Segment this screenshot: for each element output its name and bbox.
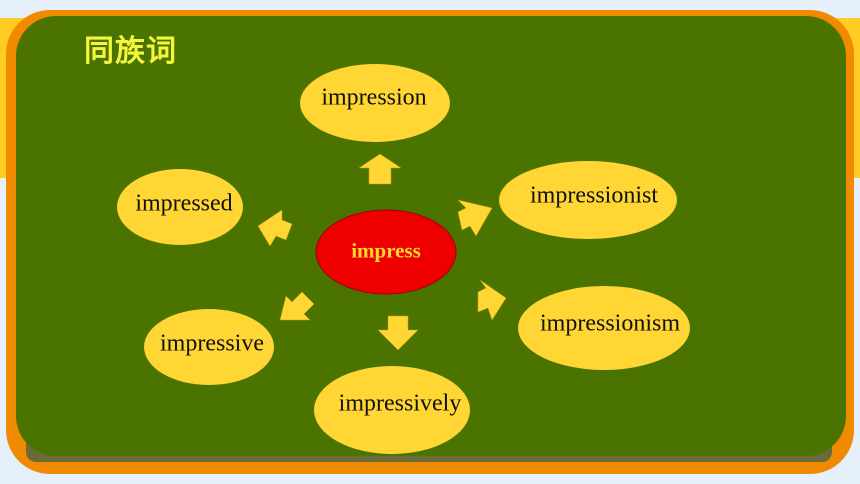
node-label-impressively: impressively xyxy=(338,390,462,417)
center-word-label: impress xyxy=(351,238,421,263)
arrow-upper-left xyxy=(257,209,293,247)
node-impressionist xyxy=(499,161,677,239)
arrow-down xyxy=(377,315,419,351)
arrows xyxy=(257,153,507,351)
node-label-impressive: impressive xyxy=(160,330,264,357)
arrow-up xyxy=(358,153,402,185)
node-label-impressionist: impressionist xyxy=(529,182,659,209)
node-impressive xyxy=(144,309,274,385)
node-impression xyxy=(300,64,450,142)
node-impressed xyxy=(117,169,243,245)
node-impressively xyxy=(314,366,470,454)
node-label-impression: impression xyxy=(321,84,427,111)
node-impressionism xyxy=(518,286,690,370)
node-label-impressed: impressed xyxy=(135,190,233,217)
node-label-impressionism: impressionism xyxy=(539,310,681,337)
arrow-lower-left xyxy=(279,291,315,321)
node-center-impress xyxy=(315,209,457,295)
arrow-lower-right xyxy=(477,279,507,321)
arrow-upper-right xyxy=(457,199,493,237)
page-title: 同族词 xyxy=(84,34,177,69)
